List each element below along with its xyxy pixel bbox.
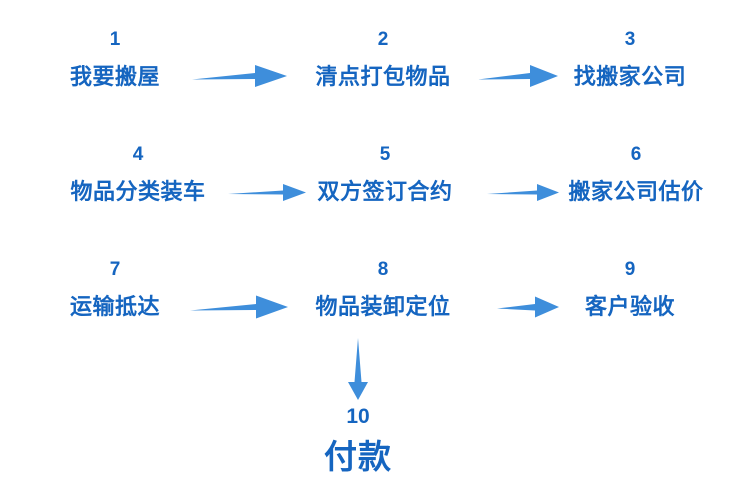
step-label-4: 物品分类装车	[70, 179, 206, 204]
step-number-4: 4	[132, 144, 144, 165]
step-node-2[interactable]: 2 清点打包物品	[315, 30, 450, 88]
step-label-2: 清点打包物品	[315, 64, 451, 89]
arrow-step1-to-step2	[192, 62, 287, 90]
step-number-6: 6	[630, 144, 642, 165]
step-label-5: 双方签订合约	[317, 179, 453, 204]
step-node-7[interactable]: 7 运输抵达	[70, 260, 160, 318]
step-number-5: 5	[379, 144, 391, 165]
step-node-10[interactable]: 10 付款	[324, 406, 392, 473]
step-number-2: 2	[377, 29, 389, 50]
arrow-step5-to-step6	[487, 180, 559, 204]
step-number-1: 1	[109, 29, 121, 50]
step-number-3: 3	[624, 29, 636, 50]
step-number-9: 9	[624, 259, 636, 280]
step-label-10: 付款	[324, 438, 392, 475]
arrow-step2-to-step3	[478, 62, 558, 90]
step-label-7: 运输抵达	[69, 294, 161, 319]
step-node-6[interactable]: 6 搬家公司估价	[568, 145, 703, 203]
step-node-8[interactable]: 8 物品装卸定位	[315, 260, 450, 318]
step-label-8: 物品装卸定位	[315, 294, 451, 319]
step-node-9[interactable]: 9 客户验收	[585, 260, 675, 318]
step-label-3: 找搬家公司	[573, 64, 687, 89]
step-node-5[interactable]: 5 双方签订合约	[317, 145, 452, 203]
step-node-3[interactable]: 3 找搬家公司	[574, 30, 687, 88]
step-number-10: 10	[346, 405, 370, 428]
arrow-step8-to-step9	[497, 294, 559, 320]
step-node-4[interactable]: 4 物品分类装车	[70, 145, 205, 203]
step-label-6: 搬家公司估价	[568, 179, 704, 204]
step-label-1: 我要搬屋	[69, 64, 161, 89]
step-label-9: 客户验收	[584, 294, 676, 319]
step-number-8: 8	[377, 259, 389, 280]
step-number-7: 7	[109, 259, 121, 280]
arrow-step8-to-step10	[345, 338, 371, 400]
arrow-step7-to-step8	[190, 293, 288, 321]
arrow-step4-to-step5	[228, 180, 306, 204]
step-node-1[interactable]: 1 我要搬屋	[70, 30, 160, 88]
